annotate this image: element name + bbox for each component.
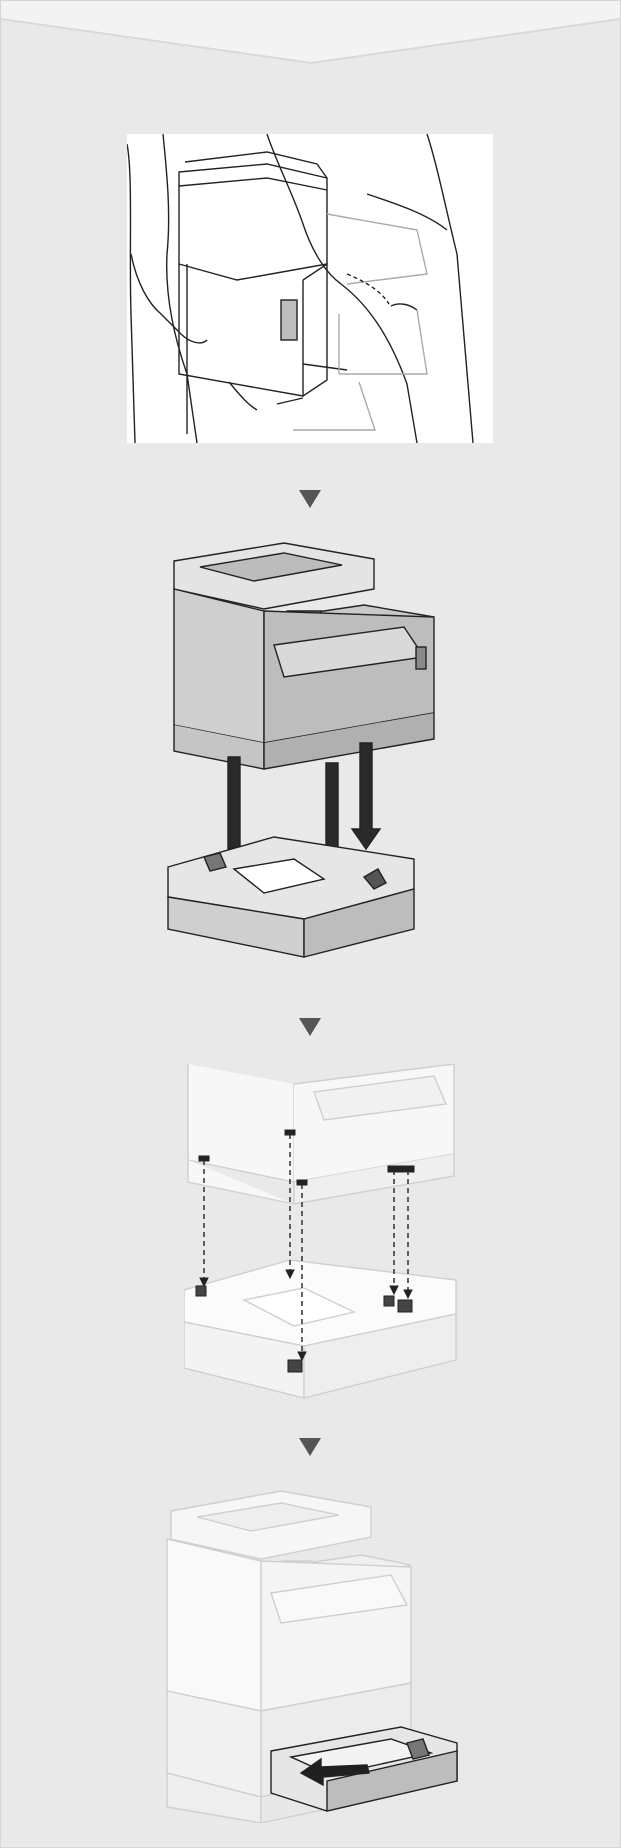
step-3-illustration <box>184 1064 460 1414</box>
step-1-illustration <box>127 134 493 443</box>
step-2-illustration <box>164 537 459 969</box>
place-printer-on-feeder-icon <box>167 542 435 958</box>
chevron-header-icon <box>1 1 620 65</box>
carry-printer-icon <box>127 134 474 443</box>
insert-paper-drawer-icon <box>166 1490 458 1823</box>
step-4-illustration <box>161 1481 461 1823</box>
align-pins-icon <box>184 1064 457 1399</box>
down-triangle-icon <box>299 1438 321 1456</box>
down-triangle-icon <box>299 490 321 508</box>
down-triangle-icon <box>299 1018 321 1036</box>
